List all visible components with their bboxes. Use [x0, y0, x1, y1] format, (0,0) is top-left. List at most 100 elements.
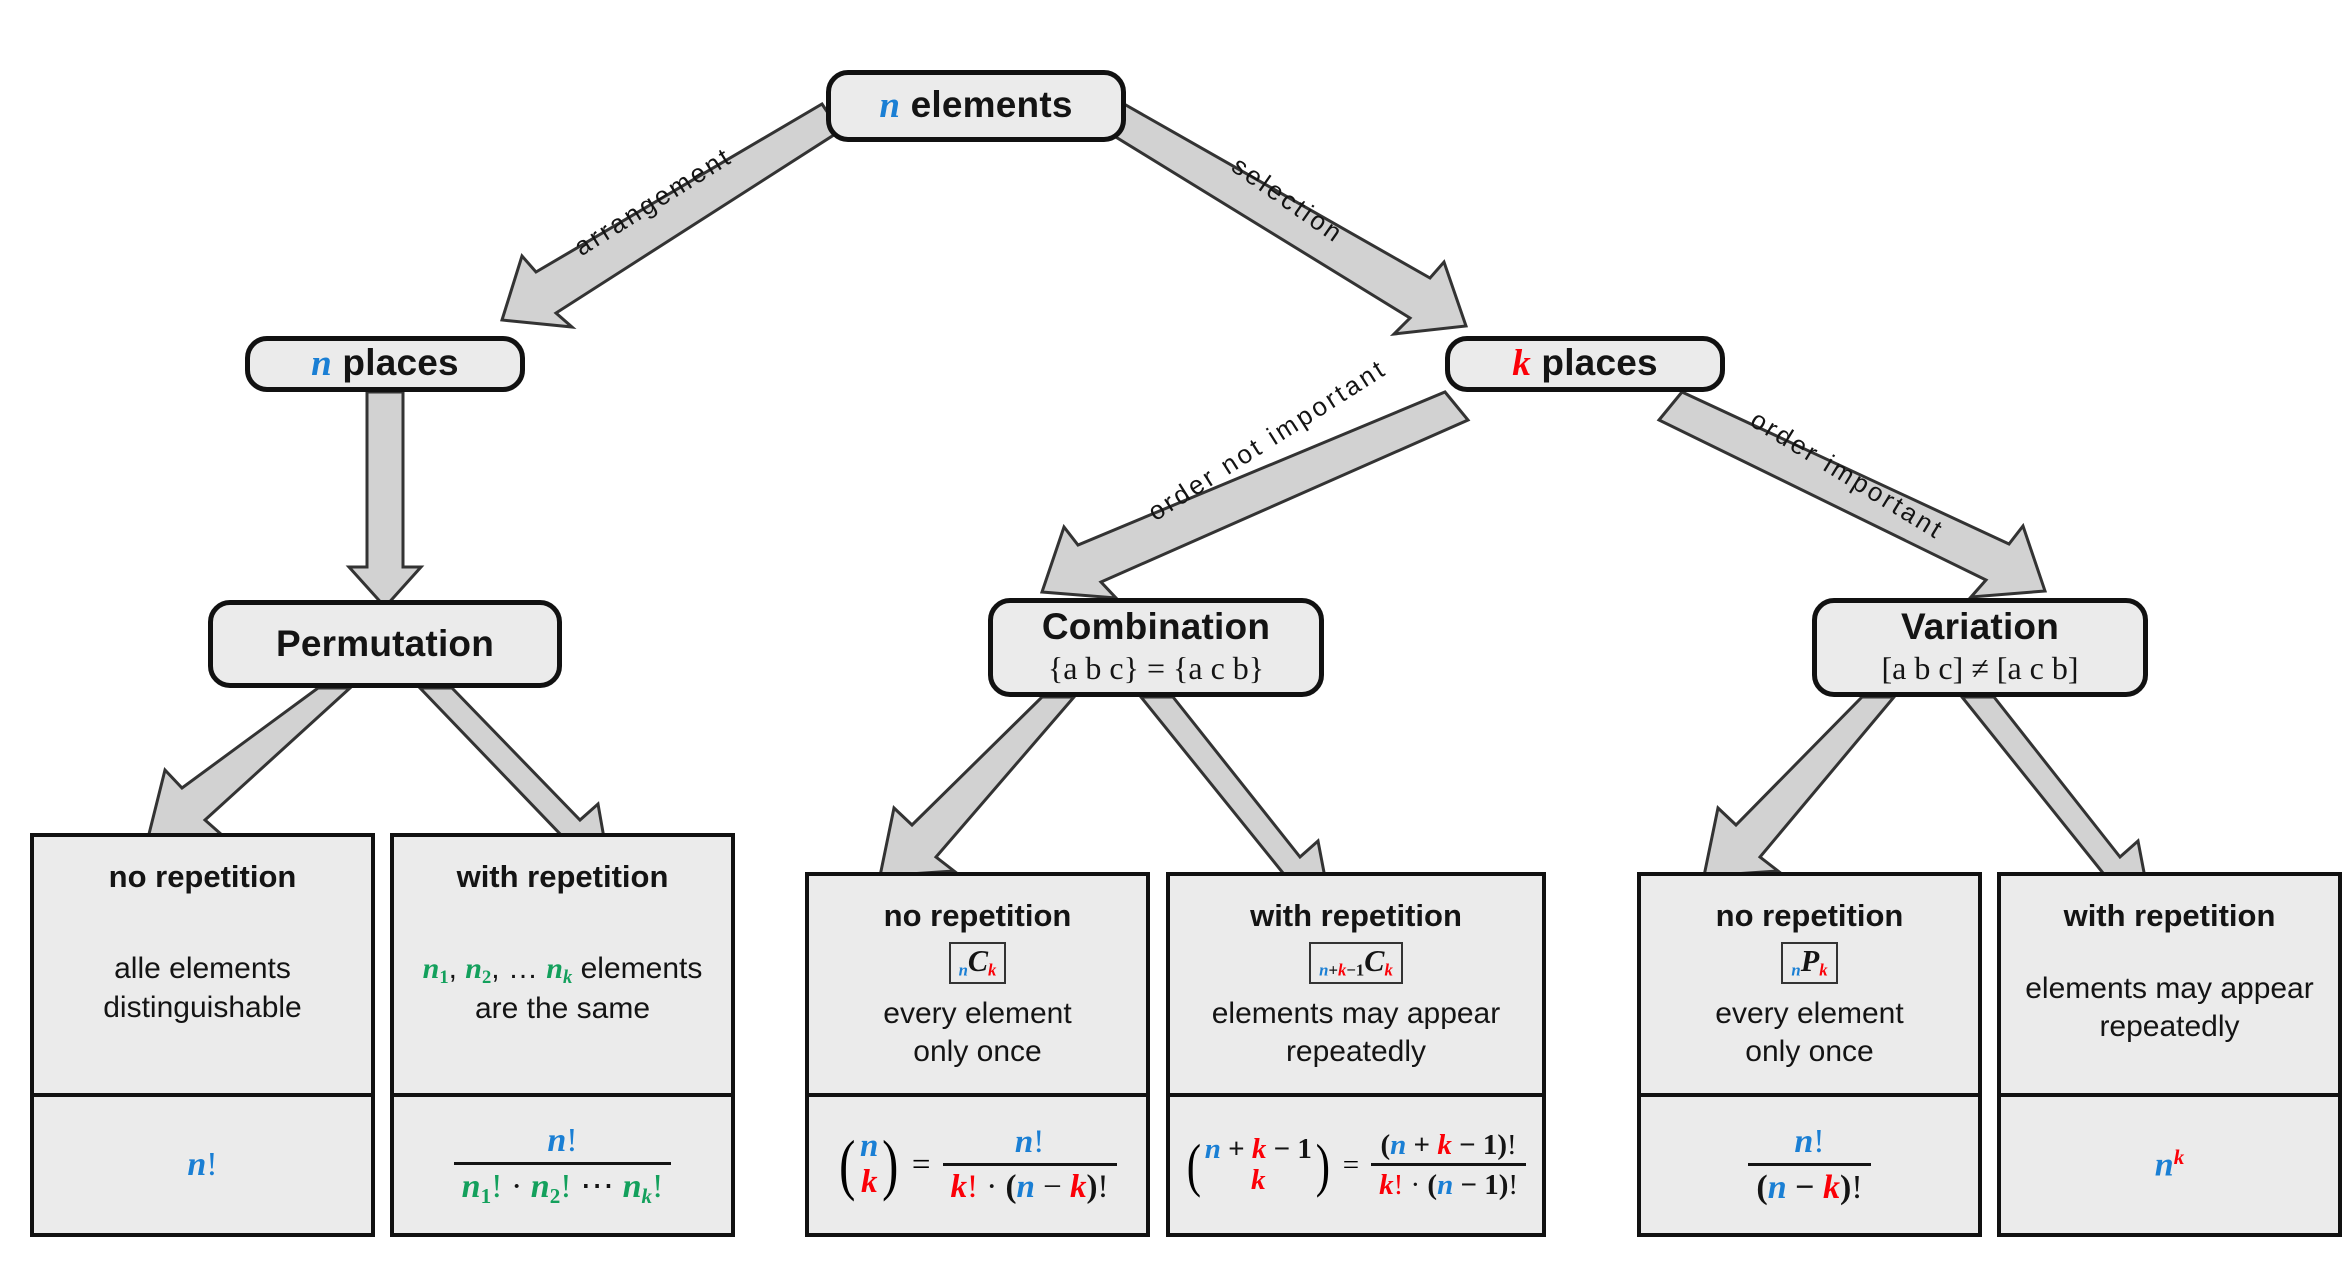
leaf-formula: nk — [2001, 1093, 2338, 1233]
leaf-formula: n! — [34, 1093, 371, 1233]
leaf-variation-no-repetition[interactable]: no repetition nPk every element only onc… — [1637, 872, 1982, 1237]
leaf-permutation-no-repetition[interactable]: no repetition alle elements distinguisha… — [30, 833, 375, 1237]
variable-n1: n1 — [422, 951, 449, 988]
arrow-k-places-to-variation — [1656, 390, 2048, 599]
variable-n: n — [1791, 960, 1801, 980]
leaf-header: with repetition — [2063, 898, 2276, 933]
variable-k: k — [1512, 343, 1531, 385]
leaf-notation-npkm1Ck: n+k−1Ck — [1309, 941, 1403, 984]
desc-line-1: elements may appear — [2025, 971, 2314, 1005]
variable-k: k — [988, 960, 997, 980]
node-variation-subtitle: [a b c] ≠ [a c b] — [1881, 650, 2079, 687]
desc-line-2: only once — [913, 1035, 1042, 1069]
variable-n: n — [187, 1146, 207, 1183]
desc-line-2: are the same — [474, 991, 651, 1025]
symbol-C: C — [967, 943, 989, 978]
leaf-top: no repetition nPk every element only onc… — [1641, 876, 1978, 1093]
equals-sign: = — [911, 1146, 931, 1183]
arrow-permutation-to-leaf1 — [146, 686, 354, 840]
desc-line-1: elements may appear — [1211, 996, 1501, 1030]
variable-k: k — [1384, 960, 1393, 980]
leaf-formula: ( n k ) = n! k! · (n − k)! — [809, 1093, 1146, 1233]
desc-line-1: every element — [1715, 996, 1904, 1030]
node-k-places-text: places — [1541, 342, 1658, 384]
leaf-top: with repetition n+k−1Ck elements may app… — [1170, 876, 1542, 1093]
desc-word-elements: elements — [580, 951, 703, 985]
leaf-description: elements may appear repeatedly — [1204, 984, 1509, 1093]
leaf-formula: n! n1! · n2! ⋯ nk! — [394, 1093, 731, 1233]
fraction: n! (n − k)! — [1748, 1122, 1871, 1207]
desc-line-2: repeatedly — [2099, 1010, 2240, 1044]
leaf-permutation-with-repetition[interactable]: with repetition n1, n2, … nk elements ar… — [390, 833, 735, 1237]
arrow-k-places-to-combination — [1039, 390, 1471, 600]
node-combination-subtitle: {a b c} = {a c b} — [1047, 650, 1265, 687]
binomial-coefficient: ( n k ) — [839, 1127, 899, 1203]
desc-line-2: repeatedly — [1285, 1035, 1427, 1069]
leaf-variation-with-repetition[interactable]: with repetition elements may appear repe… — [1997, 872, 2342, 1237]
arrow-combination-to-leaf3 — [878, 695, 1078, 878]
leaf-description: n1, n2, … nk elements are the same — [415, 895, 711, 1093]
node-variation[interactable]: Variation [a b c] ≠ [a c b] — [1812, 598, 2148, 697]
arrow-variation-to-leaf5 — [1702, 695, 1898, 878]
node-combination[interactable]: Combination {a b c} = {a c b} — [988, 598, 1324, 697]
arrow-root-to-n-places — [500, 101, 843, 329]
leaf-header: no repetition — [108, 859, 297, 894]
fraction-numerator: n! — [1014, 1124, 1045, 1161]
node-variation-title: Variation — [1900, 605, 2060, 647]
desc-line-1: n1, n2, … nk elements — [422, 951, 703, 988]
variable-n2: n2 — [465, 951, 492, 988]
fraction-numerator: (n + k − 1)! — [1380, 1128, 1517, 1161]
leaf-notation-nCk: nCk — [948, 941, 1007, 984]
leaf-top: no repetition alle elements distinguisha… — [34, 837, 371, 1093]
fraction-denominator: k! · (n − 1)! — [1371, 1163, 1527, 1201]
leaf-formula: ( n + k − 1 k ) = (n + k − 1)! k! · (n −… — [1170, 1093, 1542, 1233]
leaf-top: with repetition elements may appear repe… — [2001, 876, 2338, 1093]
binomial-coefficient: ( n + k − 1 k ) — [1186, 1131, 1330, 1198]
arrow-root-to-k-places — [1103, 102, 1469, 336]
node-k-places[interactable]: k places — [1445, 336, 1725, 392]
fraction: n! k! · (n − k)! — [942, 1124, 1117, 1206]
node-permutation-title: Permutation — [275, 622, 495, 664]
variable-n: n — [2154, 1146, 2174, 1184]
symbol-C: C — [1364, 943, 1385, 978]
desc-line-1: every element — [883, 996, 1072, 1030]
desc-line-2: distinguishable — [103, 990, 302, 1024]
variable-n: n — [860, 1128, 879, 1165]
leaf-description: alle elements distinguishable — [95, 895, 309, 1093]
node-n-places-text: places — [342, 342, 459, 384]
variable-n: n — [879, 85, 901, 127]
node-n-elements[interactable]: n elements — [826, 70, 1126, 142]
leaf-header: no repetition — [883, 898, 1072, 933]
leaf-header: no repetition — [1715, 898, 1904, 933]
leaf-notation-nPk: nPk — [1781, 941, 1838, 984]
fraction-denominator: (n − k)! — [1748, 1163, 1871, 1207]
leaf-header: with repetition — [1250, 898, 1462, 933]
variable-nk: nk — [546, 951, 573, 988]
fraction-numerator: n! — [1794, 1122, 1825, 1160]
leaf-combination-no-repetition[interactable]: no repetition nCk every element only onc… — [805, 872, 1150, 1237]
leaf-description: elements may appear repeatedly — [2017, 934, 2322, 1093]
fraction: (n + k − 1)! k! · (n − 1)! — [1371, 1128, 1527, 1202]
node-n-elements-text: elements — [910, 84, 1073, 126]
leaf-top: no repetition nCk every element only onc… — [809, 876, 1146, 1093]
desc-line-1: alle elements — [114, 952, 291, 986]
node-n-places[interactable]: n places — [245, 336, 525, 392]
variable-n: n — [958, 960, 968, 980]
binom-top: n + k − 1 — [1204, 1132, 1312, 1165]
leaf-header: with repetition — [456, 859, 669, 894]
leaf-combination-with-repetition[interactable]: with repetition n+k−1Ck elements may app… — [1166, 872, 1546, 1237]
notation-subscript: n+k−1 — [1319, 960, 1365, 980]
variable-n: n — [311, 343, 332, 385]
variable-k: k — [2173, 1145, 2185, 1170]
node-n-places-label: n places — [311, 342, 459, 385]
variable-k: k — [1251, 1164, 1266, 1196]
leaf-description: every element only once — [875, 984, 1079, 1093]
fraction-numerator: n! — [547, 1121, 578, 1159]
node-k-places-label: k places — [1512, 342, 1658, 385]
node-permutation[interactable]: Permutation — [208, 600, 562, 688]
symbol-P: P — [1800, 943, 1820, 978]
variable-k: k — [860, 1164, 878, 1200]
fraction-denominator: k! · (n − k)! — [942, 1163, 1117, 1206]
fraction: n! n1! · n2! ⋯ nk! — [453, 1121, 672, 1209]
